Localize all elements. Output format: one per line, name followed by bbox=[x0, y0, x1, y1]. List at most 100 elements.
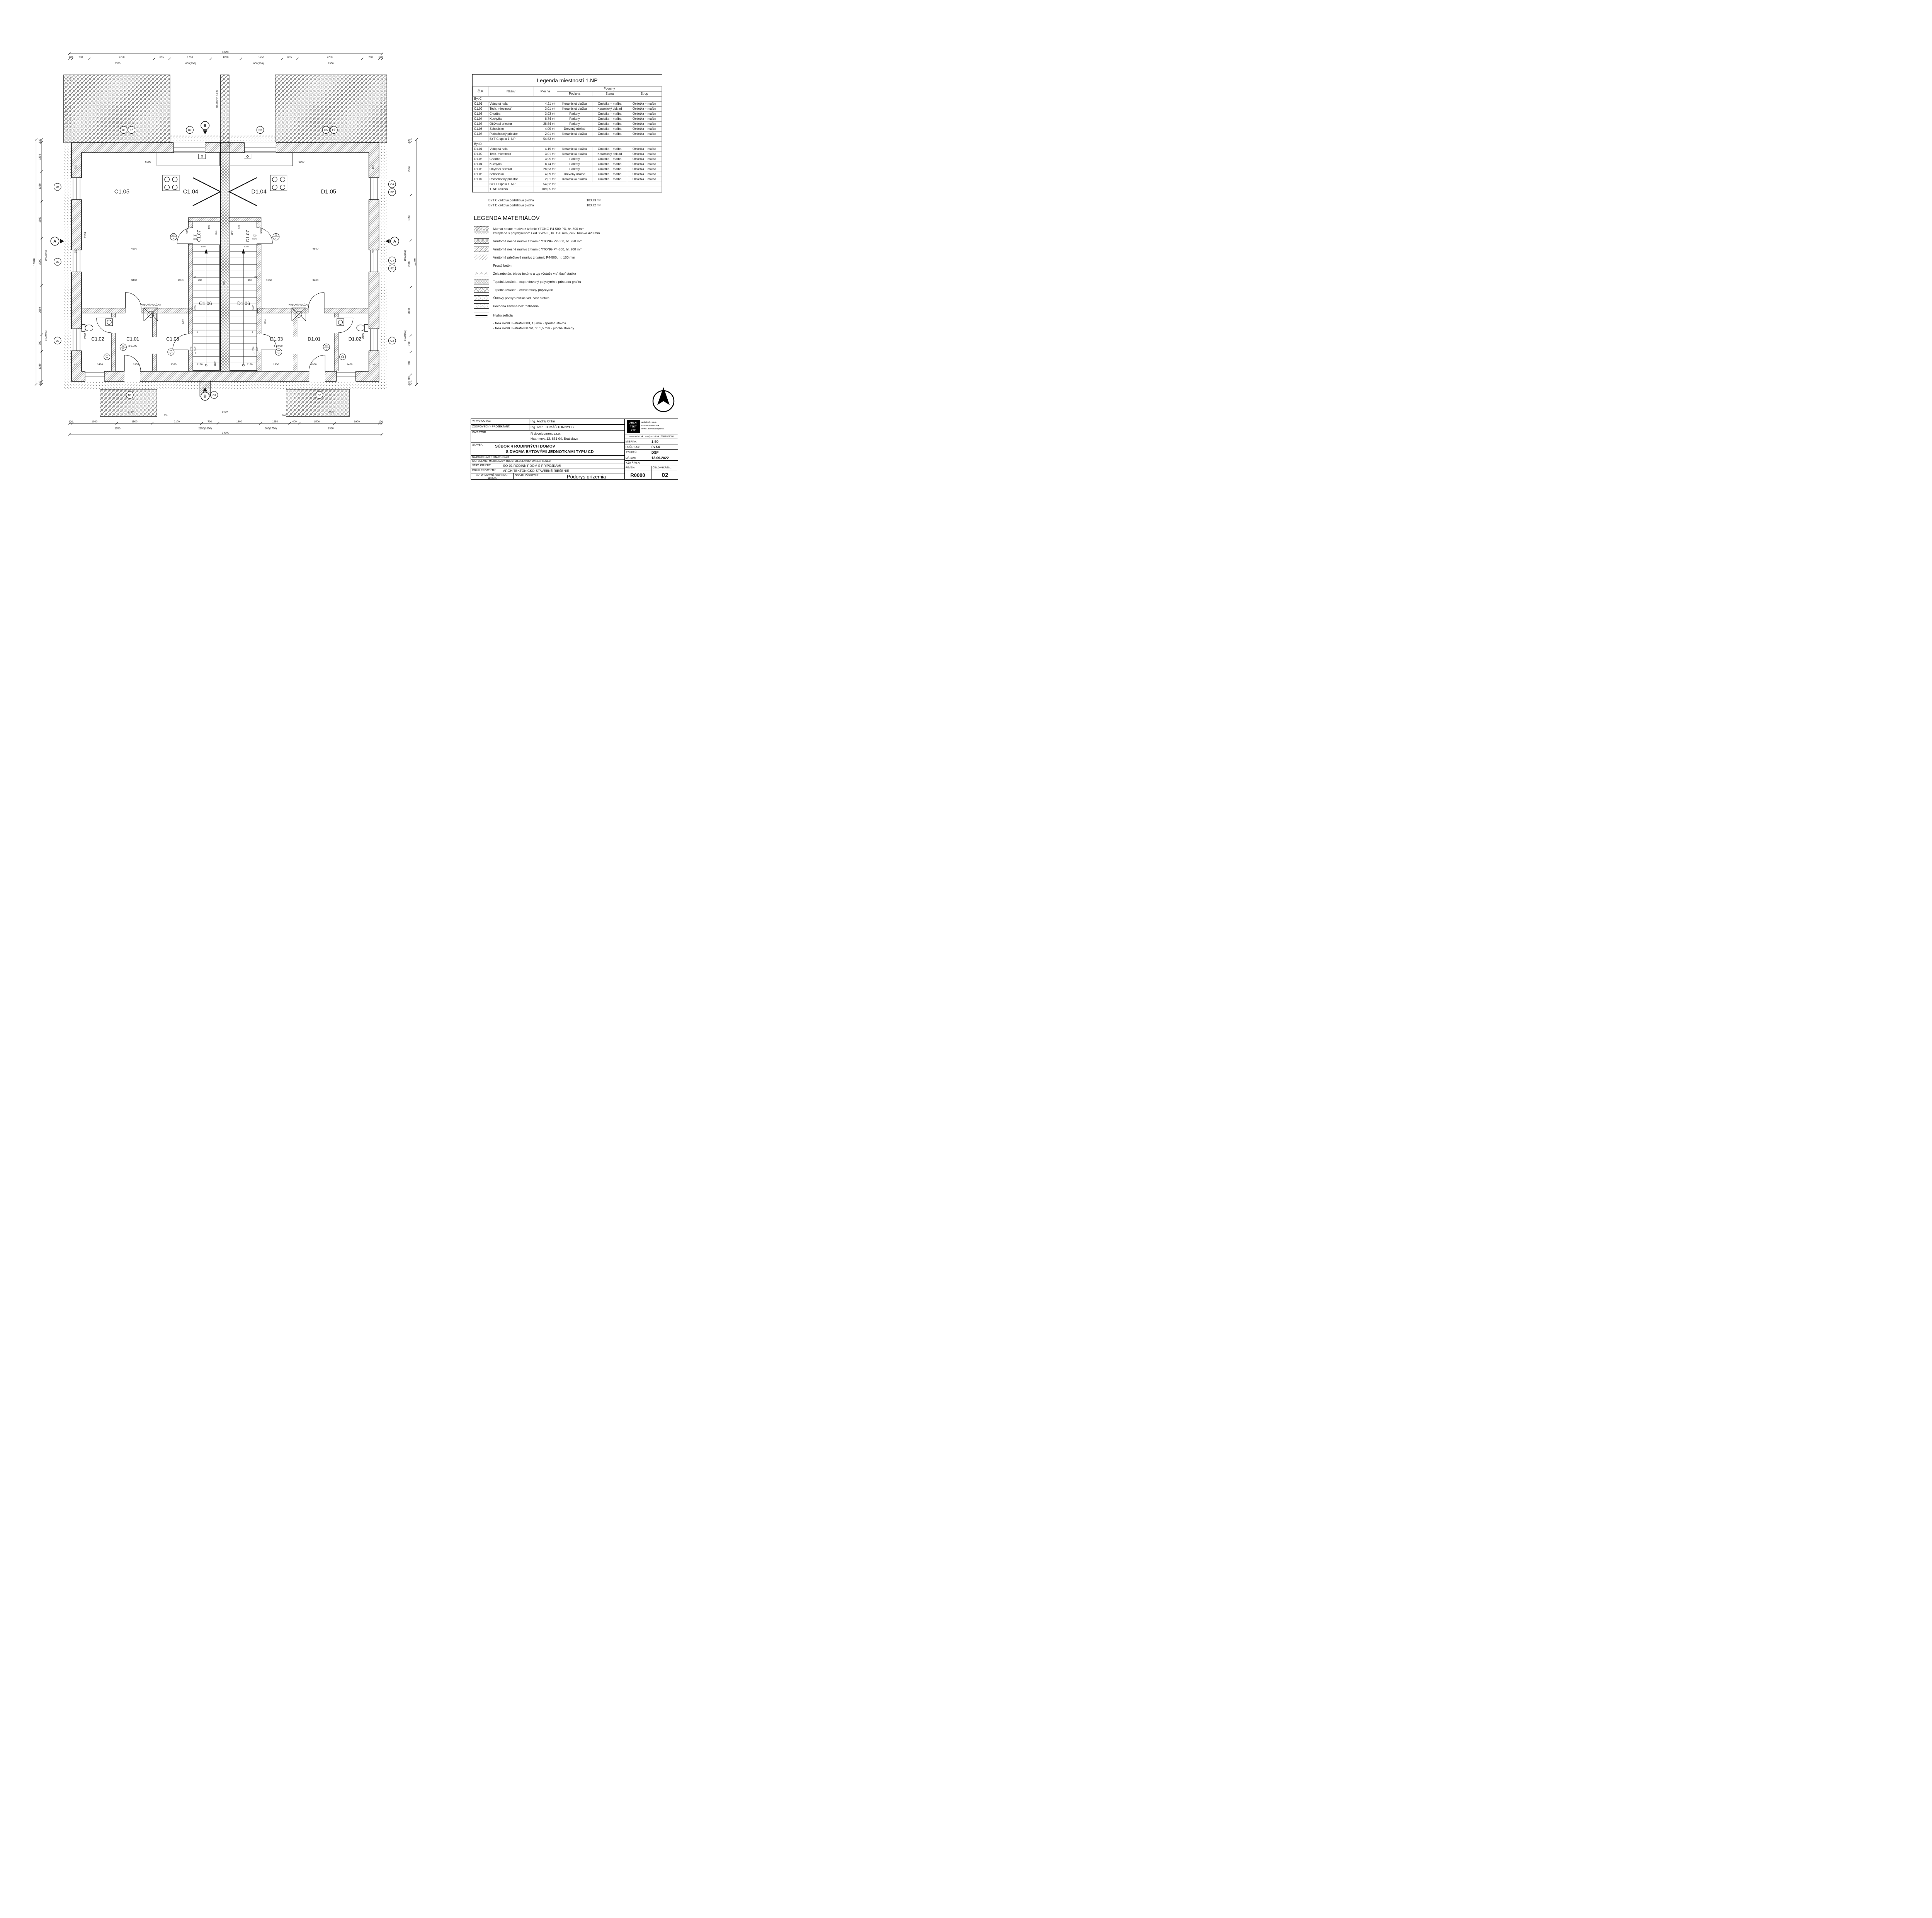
stove-icon bbox=[270, 175, 287, 191]
opening-marker bbox=[322, 126, 330, 134]
authorized-architect-line2: 1810 AA bbox=[488, 477, 497, 480]
plan-annotation: 6600 bbox=[185, 228, 188, 233]
opening-marker-label: O1 bbox=[213, 394, 216, 397]
dimension-tick bbox=[71, 58, 74, 61]
zodpovedny-label: ZODPOVEDNÝ PROJEKTANT: bbox=[471, 425, 529, 430]
stav-objekt-label: STAV. OBJEKT: bbox=[472, 464, 491, 467]
door-tag-letter: L bbox=[170, 353, 172, 355]
stavba-label: STAVBA: bbox=[472, 444, 483, 446]
dimension-tick bbox=[200, 422, 203, 425]
dimension-tick bbox=[409, 383, 412, 386]
plan-annotation: 570 bbox=[208, 225, 211, 229]
dim-label: 1950 bbox=[408, 215, 411, 221]
opening-marker-label: O5 bbox=[324, 129, 328, 132]
opening-marker bbox=[388, 180, 396, 188]
opening-marker bbox=[53, 183, 61, 191]
plan-annotation: 3060 bbox=[194, 305, 196, 310]
fireplaces bbox=[143, 307, 306, 321]
room-label: D1.01 bbox=[308, 336, 320, 342]
dimension-tick bbox=[68, 52, 71, 55]
opening-marker bbox=[120, 126, 128, 134]
room-label: C1.04 bbox=[183, 189, 198, 195]
plan-annotation: 700 bbox=[253, 235, 256, 237]
door-tag-number: 02 bbox=[325, 345, 328, 347]
dimension-tick bbox=[259, 422, 262, 425]
material-swatch bbox=[474, 295, 489, 301]
hydro-title: Hydroizolácia bbox=[493, 313, 513, 317]
dimension-tick bbox=[409, 141, 412, 144]
opening-marker bbox=[128, 126, 136, 134]
dimension-tick bbox=[296, 58, 299, 61]
room-label: C1.02 bbox=[91, 336, 104, 342]
opening-marker bbox=[210, 391, 218, 399]
zak-cislo-label: ZÁK.ČÍSLO: bbox=[626, 462, 641, 465]
material-swatch bbox=[474, 279, 489, 284]
opening-marker-label: O4 bbox=[390, 183, 394, 186]
section-arrow bbox=[203, 387, 207, 391]
material-label: Prostý betón bbox=[493, 263, 512, 267]
door-tag-letter: P bbox=[278, 353, 279, 355]
opening-marker bbox=[53, 258, 61, 266]
dim-label: 1500 bbox=[314, 420, 320, 423]
plan-annotation: 6000 bbox=[145, 161, 151, 163]
door-tag-number: 02 bbox=[172, 235, 175, 237]
washer-icon bbox=[337, 318, 344, 326]
material-item: Tepelná izolácia - expandovaný polystyré… bbox=[474, 279, 648, 284]
room-label: D1.03 bbox=[270, 336, 283, 342]
section-marker bbox=[201, 121, 210, 130]
dimension-tick bbox=[34, 138, 37, 141]
title-block: VYPRACOVAL: Ing. Andrej Oršin ZODPOVEDNÝ… bbox=[471, 419, 678, 480]
dim-label: 1230 bbox=[39, 154, 41, 160]
plan-annotation: 1900 bbox=[311, 363, 316, 366]
plan-annotation: 570 bbox=[238, 225, 240, 229]
plan-annotation: KRBOVÁ VLOŽKA bbox=[289, 303, 309, 306]
plan-annotation: 3400 bbox=[313, 279, 318, 282]
dim-label: 120 bbox=[68, 56, 73, 59]
material-label: Vnútorné nosné murivo z tvárnic YTONG P4… bbox=[493, 247, 583, 251]
material-label: Pôvodná zemina bez rozlíšenia bbox=[493, 304, 539, 308]
plan-annotation: KRBOVÁ VLOŽKA bbox=[141, 303, 161, 306]
druh-projektu-label: DRUH PROJEKTU: bbox=[472, 469, 496, 472]
dimension-tick bbox=[40, 138, 43, 141]
cislo-vykresu-value: 02 bbox=[662, 472, 668, 478]
dim-label: 1800 bbox=[236, 420, 242, 423]
dim-label: 700 bbox=[408, 341, 411, 346]
basin-icon bbox=[339, 353, 346, 360]
dim-label: 1500(850) bbox=[44, 250, 47, 261]
dim-label: 1500 bbox=[131, 420, 137, 423]
dim-label: 120 bbox=[378, 56, 383, 59]
investor-line1: R development s.r.o. bbox=[531, 432, 561, 436]
plan-annotation: 1180 bbox=[247, 363, 253, 366]
col-strop: Strop bbox=[627, 91, 662, 97]
stav-objekt-value: SO-01 RODINNÝ DOM S PRÍPOJKAMI bbox=[503, 464, 561, 468]
dimension-tick bbox=[71, 422, 74, 425]
dimension-tick bbox=[153, 58, 156, 61]
stair-start bbox=[205, 364, 207, 366]
dim-label: 2750 bbox=[119, 56, 124, 59]
dim-label: 2350 bbox=[114, 62, 120, 65]
dimension-tick bbox=[409, 334, 412, 337]
doors bbox=[96, 227, 354, 383]
drawing-sheet: { "plan": { "labels": [ ["C1.05",280,441… bbox=[0, 0, 678, 480]
dimension-tick bbox=[409, 194, 412, 197]
dim-label: 730 bbox=[78, 56, 83, 59]
materials-legend: LEGENDA MATERIÁLOV Murivo nosné murivo z… bbox=[474, 215, 648, 330]
material-label: Vnútorné nosné murivo z tvárnic YTONG P2… bbox=[493, 239, 583, 243]
dim-label: 120 bbox=[39, 139, 41, 143]
opening-marker bbox=[186, 126, 194, 134]
opening-marker-label: O4 bbox=[56, 186, 59, 189]
plan-annotation: 1400 bbox=[347, 363, 352, 366]
druh-projektu-value: ARCHITEKTONICKO-STAVEBNÉ RIEŠENIE bbox=[503, 469, 569, 473]
section-marker-label: A bbox=[53, 239, 56, 243]
material-swatch bbox=[474, 303, 489, 309]
plan-annotation: 1330 bbox=[273, 363, 279, 366]
opening-marker bbox=[53, 337, 61, 345]
